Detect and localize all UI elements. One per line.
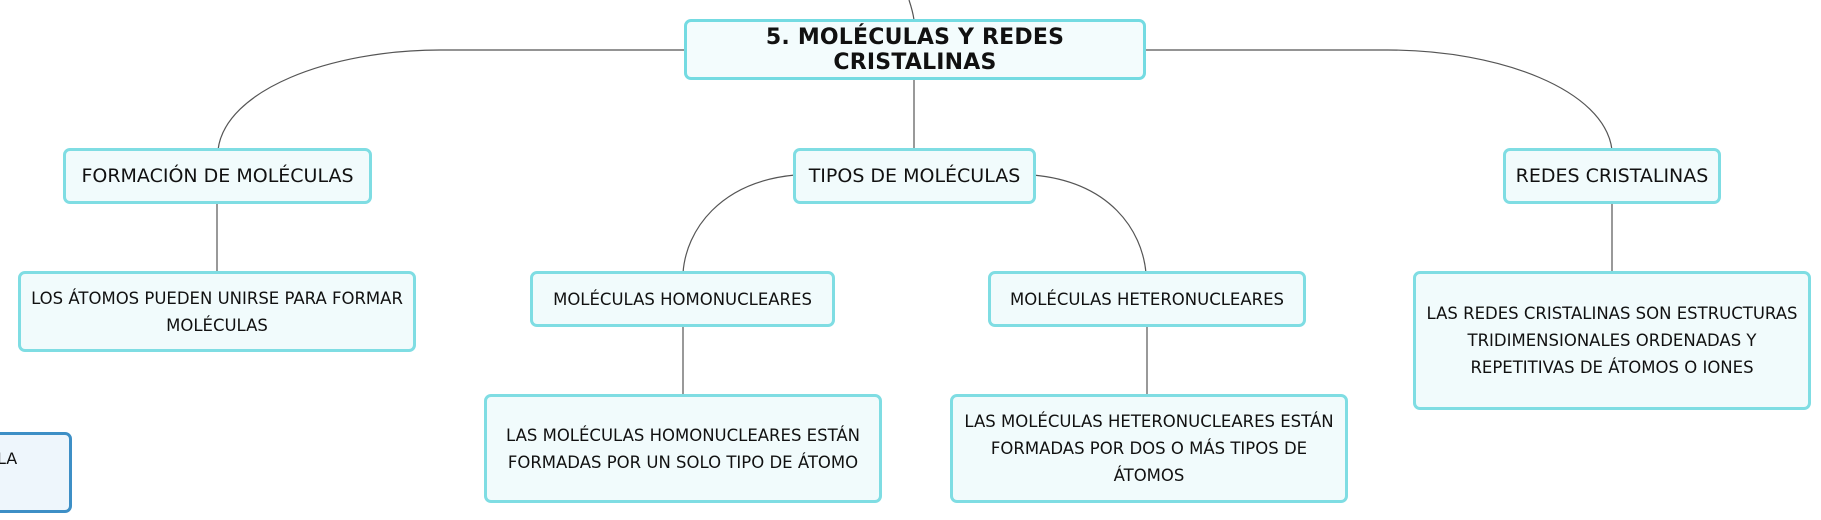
topic-label: TIPOS DE MOLÉCULAS	[808, 165, 1021, 187]
topic-label: MOLÉCULAS HETERONUCLEARES	[1009, 289, 1284, 309]
detail-redes-cristalinas[interactable]: LAS REDES CRISTALINAS SON ESTRUCTURAS TR…	[1413, 271, 1811, 410]
detail-formacion[interactable]: LOS ÁTOMOS PUEDEN UNIRSE PARA FORMAR MOL…	[18, 271, 416, 352]
connector-root-formacion	[217, 49, 686, 151]
topic-label: MOLÉCULAS HOMONUCLEARES	[553, 289, 812, 309]
partial-topic-node[interactable]: LA	[0, 432, 72, 513]
detail-text: LOS ÁTOMOS PUEDEN UNIRSE PARA FORMAR MOL…	[31, 288, 403, 335]
topic-formacion-de-moleculas[interactable]: FORMACIÓN DE MOLÉCULAS	[63, 148, 372, 204]
detail-text: LAS MOLÉCULAS HETERONUCLEARES ESTÁN FORM…	[964, 412, 1334, 485]
topic-tipos-de-moleculas[interactable]: TIPOS DE MOLÉCULAS	[793, 148, 1036, 204]
topic-label: REDES CRISTALINAS	[1515, 165, 1709, 187]
connector-root-parent	[908, 0, 915, 21]
connector-tipos-hetero	[1032, 174, 1147, 274]
detail-heteronucleares[interactable]: LAS MOLÉCULAS HETERONUCLEARES ESTÁN FORM…	[950, 394, 1348, 503]
topic-redes-cristalinas[interactable]: REDES CRISTALINAS	[1503, 148, 1721, 204]
partial-topic-label: LA	[0, 449, 18, 468]
connector-root-redes	[1144, 49, 1613, 151]
topic-moleculas-heteronucleares[interactable]: MOLÉCULAS HETERONUCLEARES	[988, 271, 1306, 327]
detail-text: LAS MOLÉCULAS HOMONUCLEARES ESTÁN FORMAD…	[506, 425, 860, 472]
detail-text: LAS REDES CRISTALINAS SON ESTRUCTURAS TR…	[1426, 304, 1798, 377]
topic-label: FORMACIÓN DE MOLÉCULAS	[81, 165, 354, 187]
topic-moleculas-homonucleares[interactable]: MOLÉCULAS HOMONUCLEARES	[530, 271, 835, 327]
root-topic-node[interactable]: 5. MOLÉCULAS Y REDES CRISTALINAS	[684, 19, 1146, 80]
root-topic-label: 5. MOLÉCULAS Y REDES CRISTALINAS	[765, 24, 1065, 75]
detail-homonucleares[interactable]: LAS MOLÉCULAS HOMONUCLEARES ESTÁN FORMAD…	[484, 394, 882, 503]
connector-tipos-homo	[682, 174, 796, 274]
